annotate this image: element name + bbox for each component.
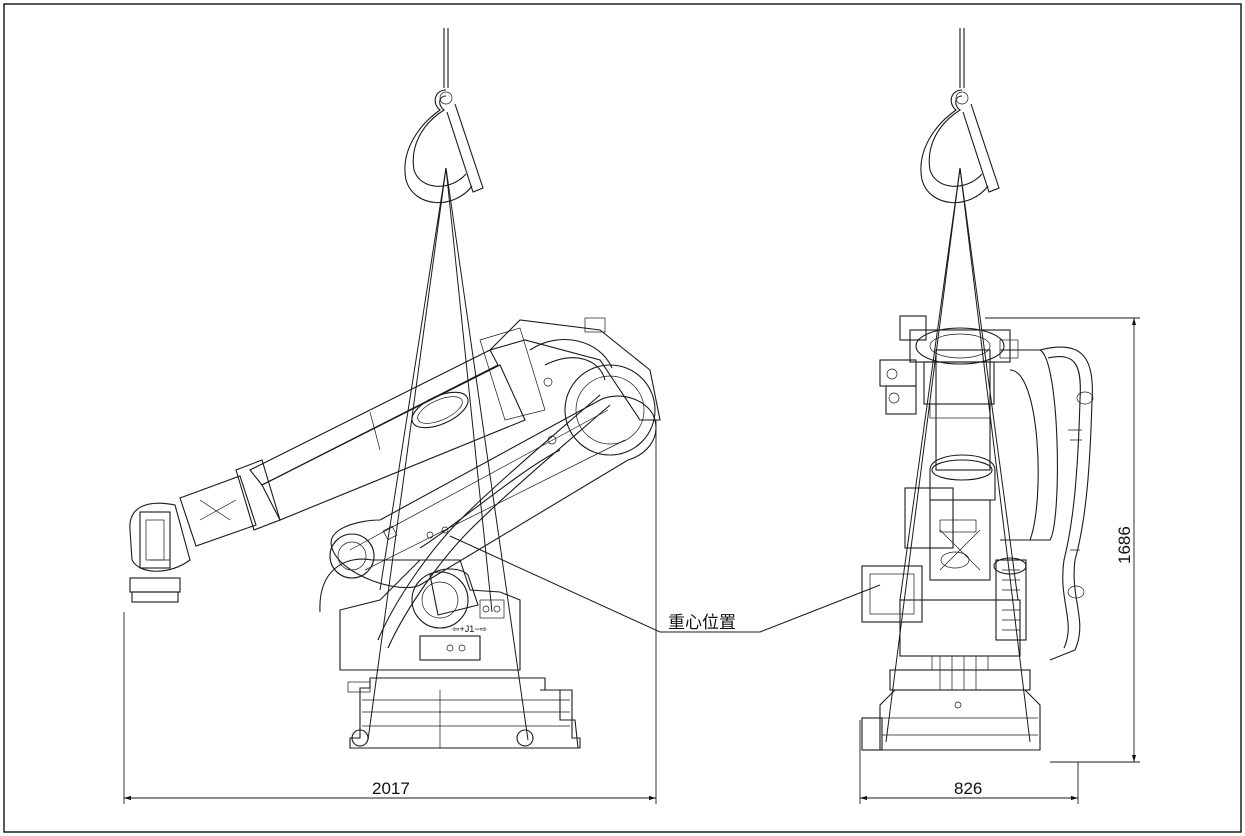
side-turret: ⇦+J1−⇨ <box>319 558 521 671</box>
height-dimension-value: 1686 <box>1115 526 1134 564</box>
side-cable <box>377 394 601 641</box>
side-hook <box>404 28 484 204</box>
dimension-height: 1686 <box>985 317 1140 763</box>
dimension-front-width: 826 <box>859 720 1079 804</box>
front-slings <box>885 167 1031 743</box>
j1-axis-label: ⇦+J1−⇨ <box>452 624 488 634</box>
side-base <box>347 677 581 749</box>
front-view-robot <box>861 28 1094 751</box>
side-slings <box>367 167 529 741</box>
side-lower-arm <box>329 364 657 589</box>
front-rear-cover <box>1000 346 1094 661</box>
drawing-frame <box>3 3 1242 833</box>
length-dimension-value: 2017 <box>372 779 410 798</box>
dimension-side-length: 2017 <box>123 420 657 804</box>
side-view-robot: ⇦+J1−⇨ <box>129 28 661 749</box>
front-turret <box>861 487 1027 657</box>
side-wrist <box>129 459 281 603</box>
front-base <box>861 655 1041 751</box>
center-of-gravity-callout: 重心位置 <box>449 535 881 633</box>
side-upper-arm <box>249 317 661 521</box>
center-of-gravity-label: 重心位置 <box>668 613 736 633</box>
front-hook <box>920 28 1000 204</box>
front-arm <box>879 315 1019 501</box>
width-dimension-value: 826 <box>954 779 982 798</box>
